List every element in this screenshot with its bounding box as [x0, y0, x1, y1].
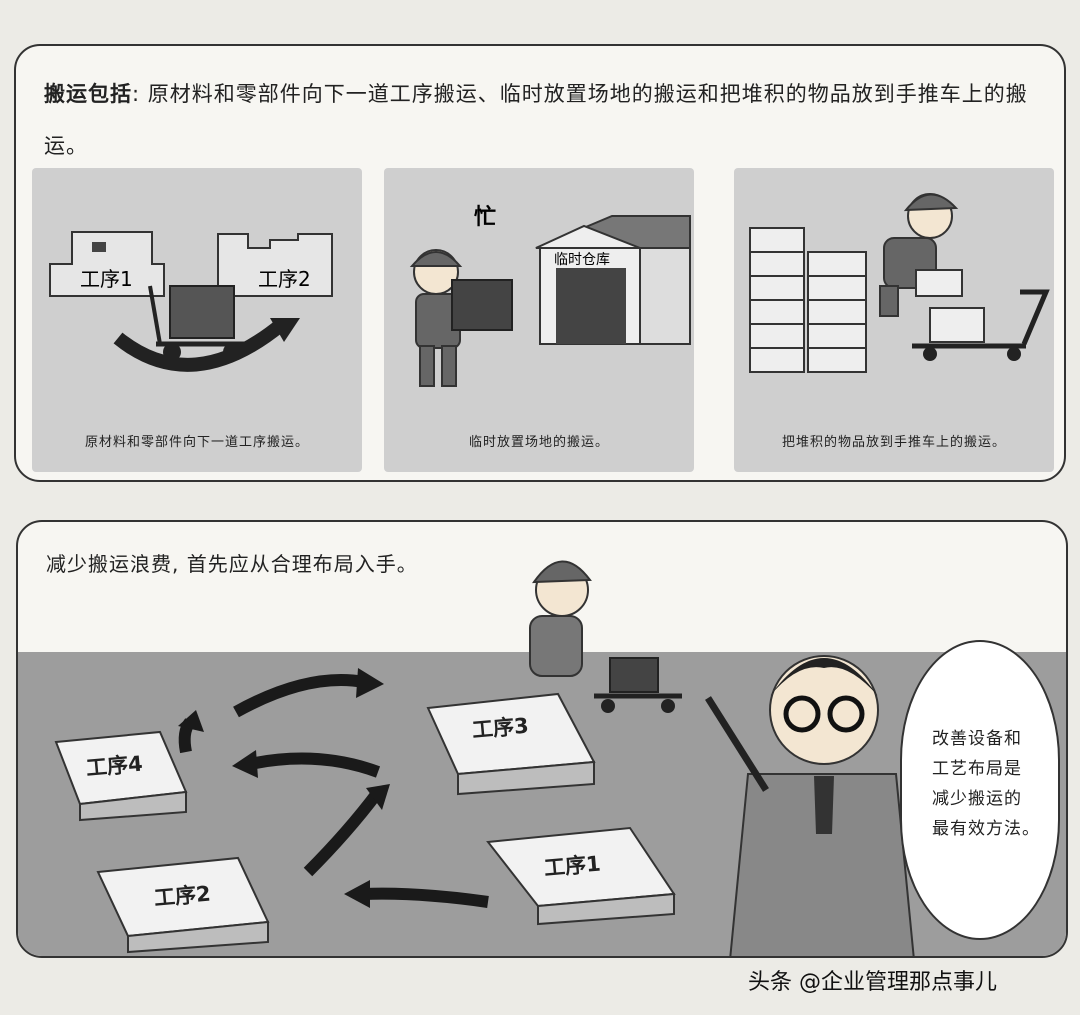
scene-3-caption: 把堆积的物品放到手推车上的搬运。: [781, 435, 1006, 450]
temporary-storage-illustration: 忙 临时仓库: [409, 205, 691, 387]
warehouse-label: 临时仓库: [554, 252, 610, 268]
busy-label: 忙: [474, 205, 496, 230]
station-process-2: 工序2: [153, 881, 212, 911]
speech-line-1: 改善设备和: [932, 729, 1022, 749]
watermark: 头条 @企业管理那点事儿: [748, 970, 997, 995]
speech-line-2: 工艺布局是: [932, 759, 1022, 779]
scene-loading-cart: 把堆积的物品放到手推车上的搬运。: [734, 168, 1054, 472]
intro-label: 搬运包括: [44, 82, 132, 106]
top-explanation-panel: 搬运包括: 原材料和零部件向下一道工序搬运、临时放置场地的搬运和把堆积的物品放到…: [14, 44, 1066, 482]
loading-cart-illustration: [749, 193, 1050, 373]
station-process-3: 工序3: [471, 713, 530, 743]
process-transport-illustration: 工序1 工序2: [49, 231, 333, 372]
scene-2-caption: 临时放置场地的搬运。: [468, 435, 609, 450]
layout-illustration: [54, 560, 915, 956]
station-process-1: 工序1: [543, 851, 602, 881]
scene-1-label-process-1: 工序1: [80, 267, 133, 291]
intro-text: : 原材料和零部件向下一道工序搬运、临时放置场地的搬运和把堆积的物品放到手推车上…: [44, 82, 1028, 158]
scene-1-caption: 原材料和零部件向下一道工序搬运。: [84, 435, 309, 450]
speech-bubble: 改善设备和 工艺布局是 减少搬运的 最有效方法。: [900, 640, 1060, 940]
intro-paragraph: 搬运包括: 原材料和零部件向下一道工序搬运、临时放置场地的搬运和把堆积的物品放到…: [44, 68, 1054, 172]
station-process-4: 工序4: [85, 751, 144, 781]
scene-temporary-storage: 忙 临时仓库 临时放置场地的搬运。: [384, 168, 694, 472]
layout-advice-title: 减少搬运浪费, 首先应从合理布局入手。: [46, 552, 418, 576]
speech-text: 改善设备和 工艺布局是 减少搬运的 最有效方法。: [932, 724, 1042, 844]
scene-1-label-process-2: 工序2: [258, 267, 311, 291]
scene-process-transport: 工序1 工序2 原材料和零部件向下一道工序搬运。: [32, 168, 362, 472]
speech-line-3: 减少搬运的: [932, 789, 1022, 809]
layout-advice-panel: 减少搬运浪费, 首先应从合理布局入手。: [16, 520, 1068, 958]
speech-line-4: 最有效方法。: [932, 819, 1040, 839]
